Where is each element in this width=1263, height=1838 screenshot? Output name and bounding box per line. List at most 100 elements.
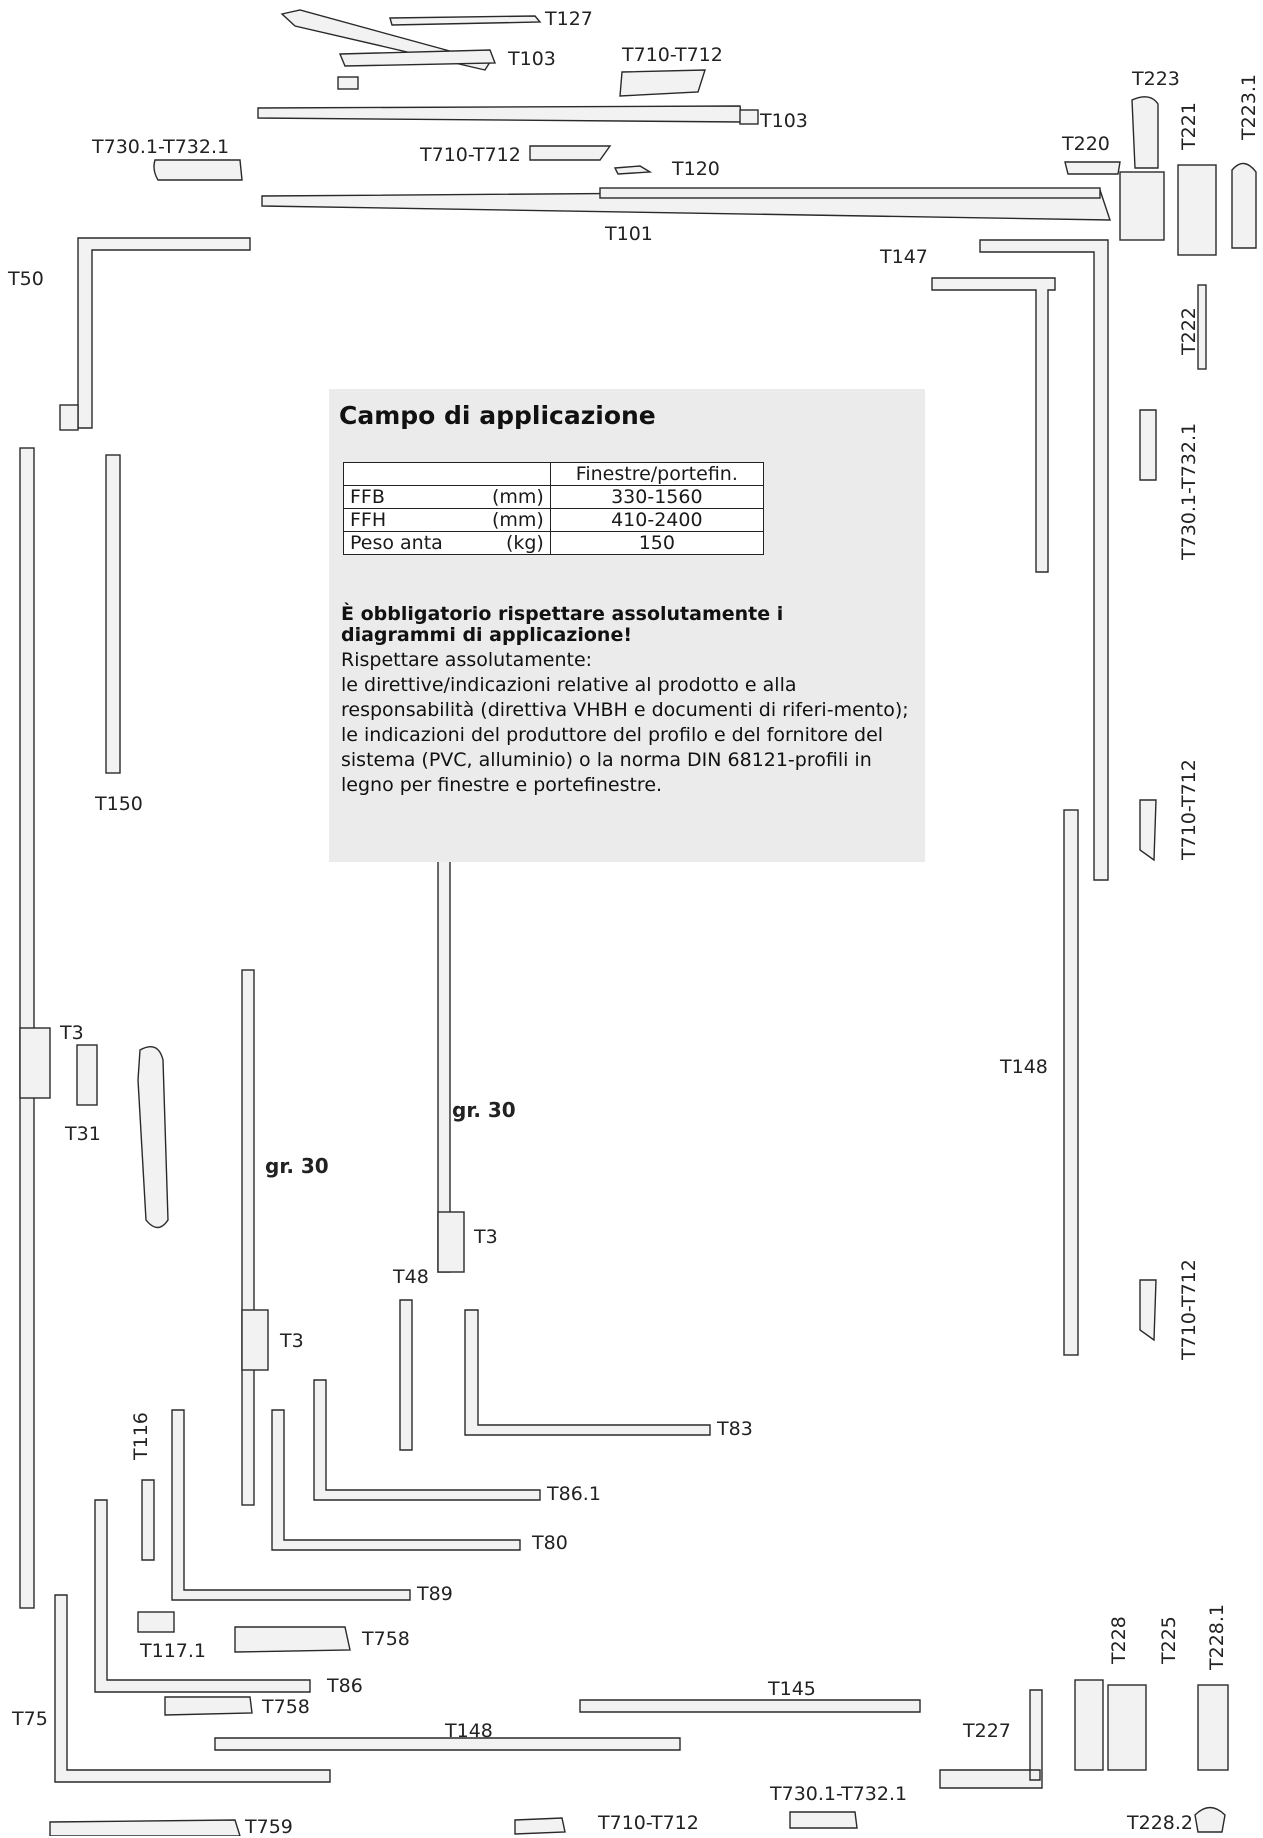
row-label: FFB — [343, 485, 486, 509]
label-t116: T116 — [130, 1412, 152, 1460]
info-title: Campo di applicazione — [339, 401, 656, 430]
label-t758-a: T758 — [362, 1628, 410, 1650]
row-unit: (mm) — [486, 508, 551, 532]
part-t103-rail — [257, 105, 743, 123]
label-t228: T228 — [1108, 1616, 1130, 1664]
table-cell — [343, 462, 486, 486]
part-t227 — [939, 1689, 1043, 1789]
part-small-block — [337, 76, 359, 90]
part-t228 — [1074, 1679, 1104, 1771]
part-t3-c — [241, 1309, 269, 1371]
label-t221: T221 — [1178, 102, 1200, 150]
label-t86: T86 — [327, 1675, 363, 1697]
label-t730-a: T730.1-T732.1 — [92, 136, 230, 158]
label-t225: T225 — [1158, 1616, 1180, 1664]
part-t148-a — [1063, 809, 1079, 1356]
label-t3-b: T3 — [474, 1226, 498, 1248]
label-t730-c: T730.1-T732.1 — [770, 1783, 908, 1805]
part-t222 — [1197, 284, 1207, 370]
label-t103-b: T103 — [760, 110, 808, 132]
label-t710-b: T710-T712 — [420, 144, 521, 166]
table-header-row: Finestre/portefin. — [343, 462, 764, 486]
label-t89: T89 — [417, 1583, 453, 1605]
part-t221-a — [1119, 171, 1165, 241]
table-header: Finestre/portefin. — [549, 462, 764, 486]
part-t116 — [141, 1479, 155, 1561]
part-t103-a — [338, 49, 497, 67]
warning-line: le indicazioni del produttore del profil… — [341, 724, 884, 796]
part-t50-end — [59, 404, 79, 431]
part-handle — [137, 1046, 169, 1229]
table-row: FFB (mm) 330-1560 — [343, 485, 764, 509]
label-t50: T50 — [8, 268, 44, 290]
label-t147: T147 — [880, 246, 928, 268]
label-t223-1: T223.1 — [1238, 74, 1260, 140]
part-gr30-rail-b — [437, 831, 451, 1273]
row-unit: (mm) — [486, 485, 551, 509]
label-t759: T759 — [245, 1816, 293, 1838]
part-t710-e — [514, 1817, 566, 1835]
part-t730-b — [1139, 409, 1157, 481]
part-t730-c — [789, 1811, 858, 1829]
part-t147-long — [979, 239, 1109, 881]
part-t89 — [171, 1409, 411, 1601]
label-t710-a: T710-T712 — [622, 44, 723, 66]
part-t101-top — [599, 187, 1101, 199]
label-t148-b: T148 — [445, 1720, 493, 1742]
part-t710-b — [529, 145, 612, 161]
part-t120 — [613, 165, 653, 175]
part-t148-b — [214, 1737, 681, 1751]
label-t3-c: T3 — [280, 1330, 304, 1352]
label-t228-1: T228.1 — [1206, 1604, 1228, 1670]
label-t117-1: T117.1 — [140, 1640, 206, 1662]
part-t83 — [464, 1309, 711, 1436]
application-table: Finestre/portefin. FFB (mm) 330-1560 FFH… — [343, 462, 764, 555]
row-value: 150 — [549, 531, 764, 555]
label-t127: T127 — [545, 8, 593, 30]
label-t228-2: T228.2 — [1127, 1812, 1193, 1834]
row-value: 410-2400 — [549, 508, 764, 532]
label-t3-a: T3 — [60, 1022, 84, 1044]
row-value: 330-1560 — [549, 485, 764, 509]
part-t228-2 — [1194, 1806, 1226, 1833]
warning-line: le direttive/indicazioni relative al pro… — [341, 674, 909, 721]
label-t86-1: T86.1 — [547, 1483, 601, 1505]
part-t228-1 — [1197, 1684, 1229, 1771]
part-t86-1 — [313, 1379, 541, 1501]
label-t75: T75 — [12, 1708, 48, 1730]
label-t148-a: T148 — [1000, 1056, 1048, 1078]
label-gr30-b: gr. 30 — [452, 1098, 516, 1122]
part-t730-a — [153, 159, 243, 181]
part-t221-b — [1177, 164, 1217, 256]
part-t225 — [1107, 1684, 1147, 1771]
label-t80: T80 — [532, 1532, 568, 1554]
part-t103-end — [739, 109, 759, 125]
part-t3-a — [19, 1027, 51, 1099]
part-t710-a — [619, 69, 706, 97]
label-t710-c: T710-T712 — [1178, 759, 1200, 860]
part-t80 — [271, 1409, 521, 1551]
part-t147 — [931, 277, 1056, 573]
warning-line: Rispettare assolutamente: — [341, 649, 593, 671]
label-t223: T223 — [1132, 68, 1180, 90]
label-t103-a: T103 — [508, 48, 556, 70]
part-t710-c — [1139, 799, 1157, 862]
row-label: Peso anta — [343, 531, 486, 555]
warning-title: È obbligatorio rispettare assolutamente … — [341, 603, 784, 646]
part-t127 — [389, 15, 542, 26]
label-gr30-a: gr. 30 — [265, 1154, 329, 1178]
part-t117-1 — [137, 1611, 175, 1633]
part-t758-a — [234, 1626, 351, 1653]
part-t50 — [77, 237, 251, 429]
row-label: FFH — [343, 508, 486, 532]
warning-text: Rispettare assolutamente: le direttive/i… — [341, 648, 921, 798]
label-t120: T120 — [672, 158, 720, 180]
table-row: Peso anta (kg) 150 — [343, 531, 764, 555]
row-unit: (kg) — [486, 531, 551, 555]
part-t710-d — [1139, 1279, 1157, 1342]
part-t758-b — [164, 1696, 253, 1716]
part-t75 — [54, 1594, 331, 1783]
part-t86 — [94, 1499, 311, 1693]
part-t150 — [105, 454, 121, 774]
